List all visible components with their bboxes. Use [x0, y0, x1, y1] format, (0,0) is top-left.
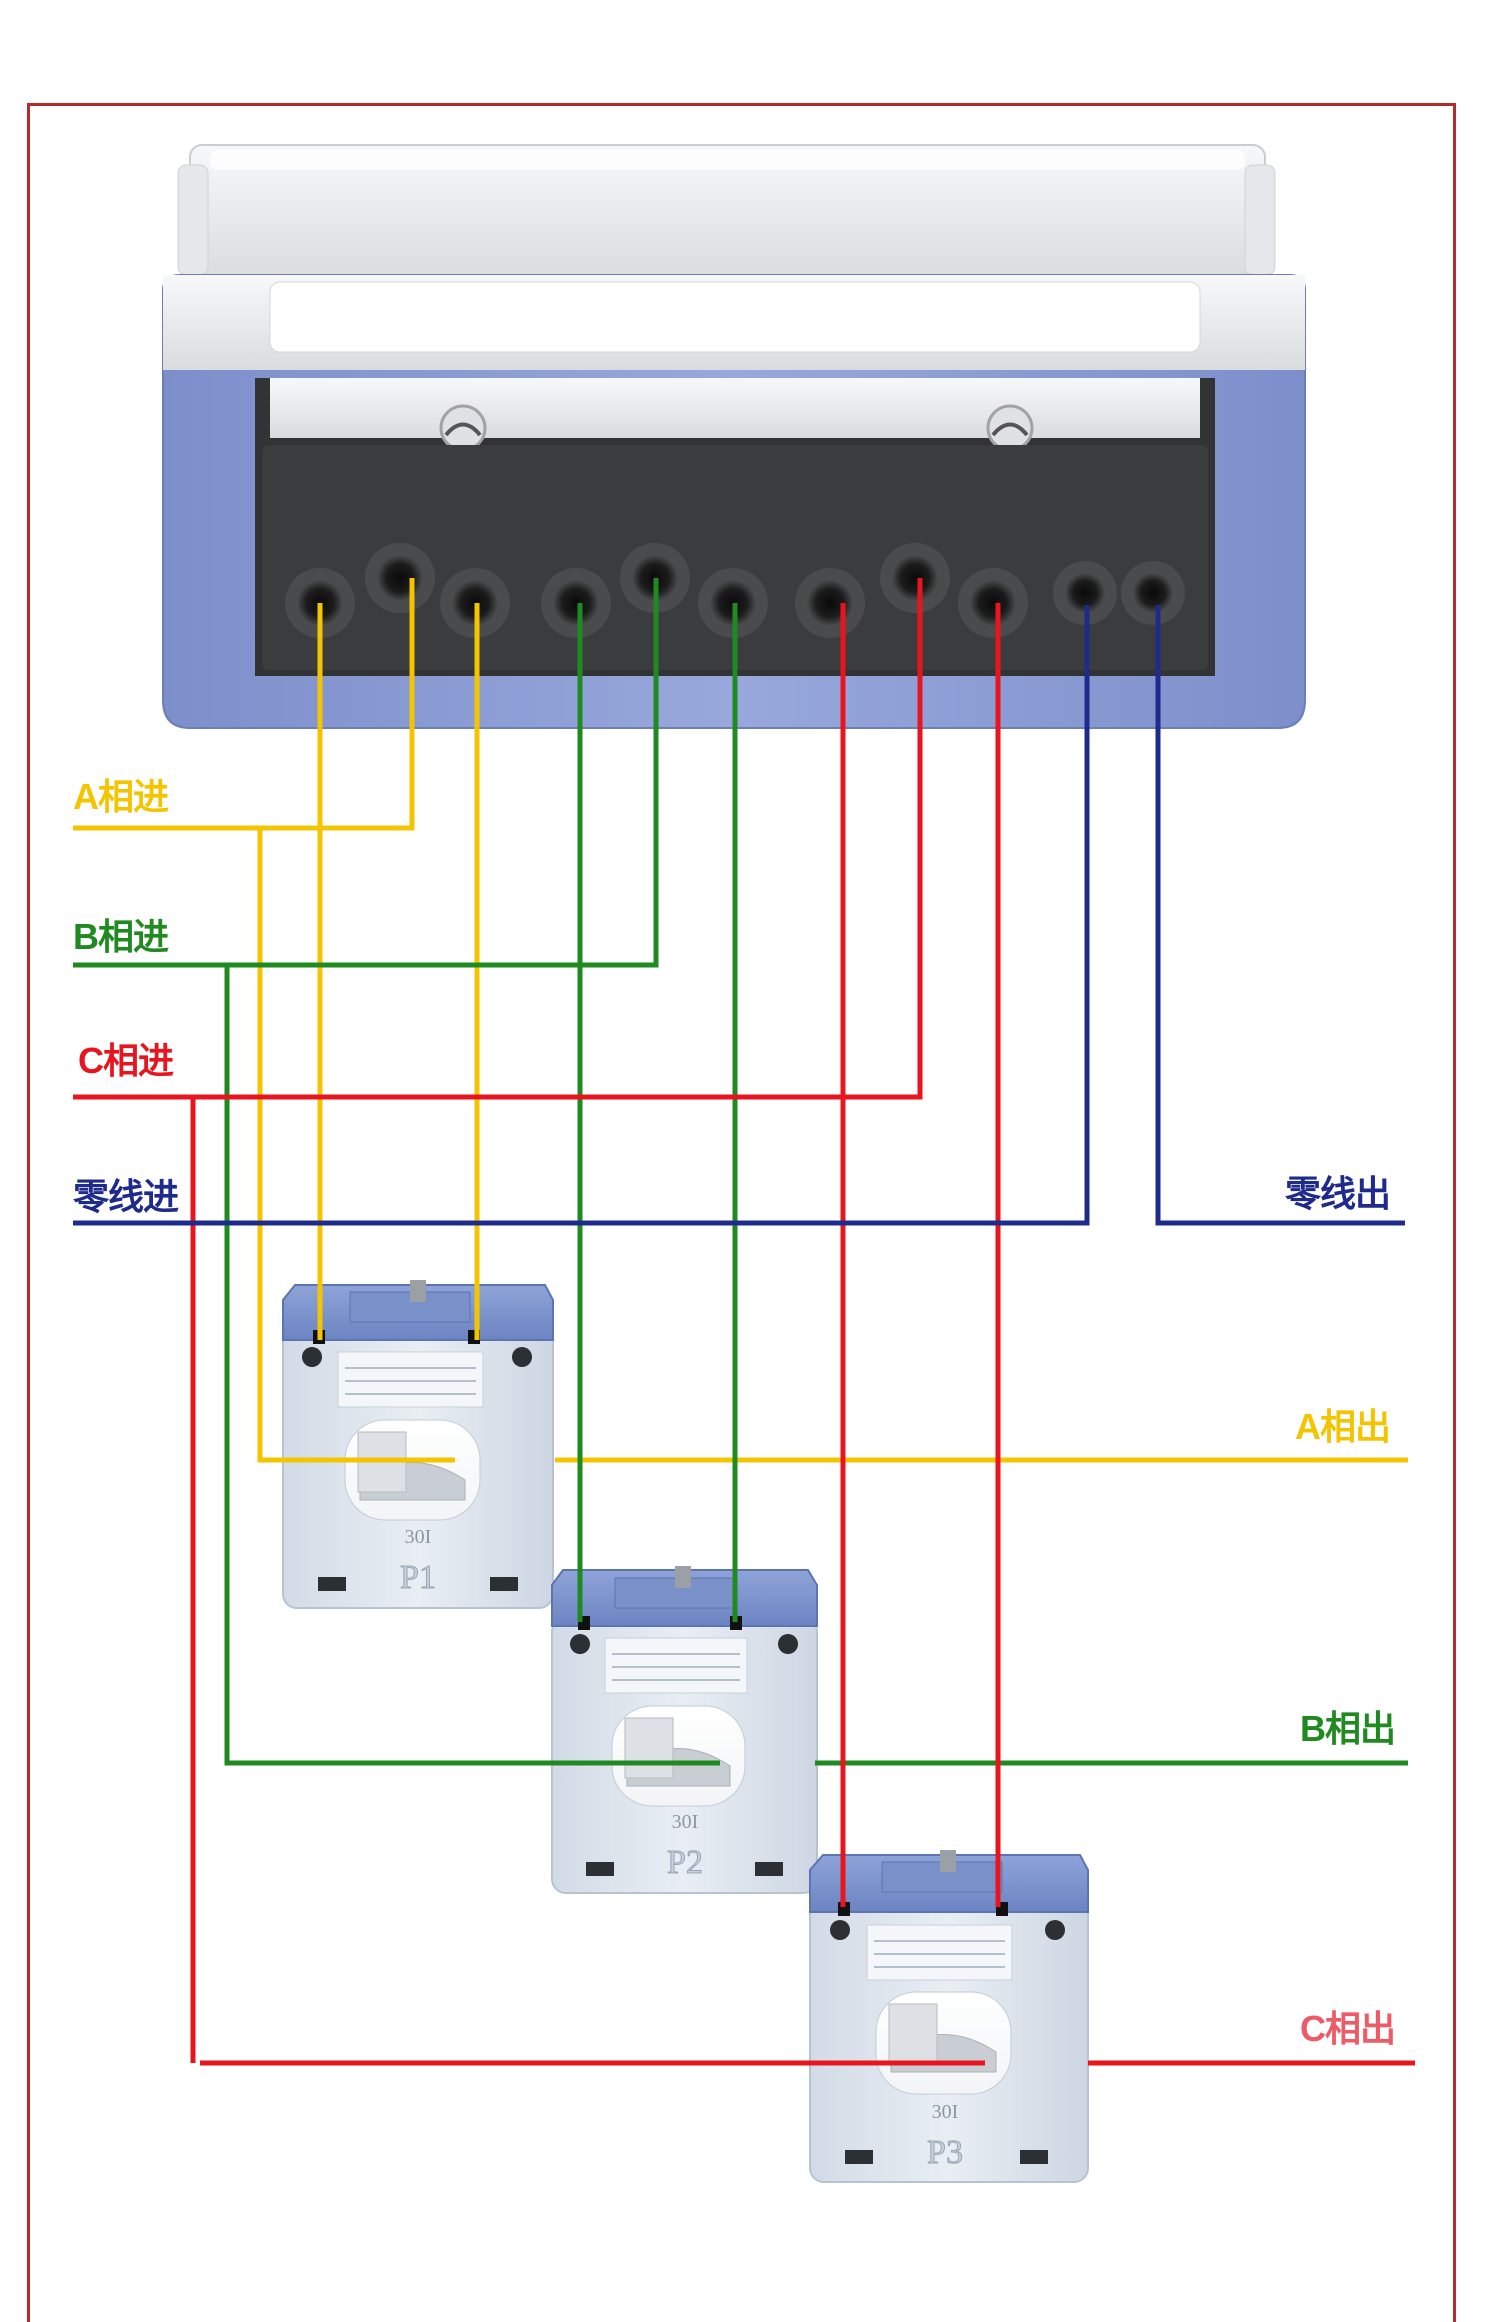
- ct-p3-name: P3: [927, 2134, 963, 2171]
- outer-frame: [27, 103, 1456, 2322]
- wire-b-input: [73, 578, 659, 968]
- label-neutral-out: 零线出: [1285, 1173, 1391, 1214]
- ct-p2-name: P2: [667, 1844, 703, 1881]
- terminal-2: [365, 543, 435, 613]
- label-c-phase-in: C相进: [78, 1040, 174, 1081]
- wire-b-through: [224, 965, 720, 1766]
- label-a-phase-in: A相进: [73, 776, 169, 817]
- ct-p2-rating: 30I: [672, 1811, 699, 1833]
- terminal-7: [795, 568, 865, 638]
- wire-a-through: [257, 828, 455, 1463]
- terminal-10: [1053, 561, 1117, 625]
- wire-c-input: [73, 578, 923, 1100]
- label-neutral-in: 零线进: [73, 1176, 179, 1217]
- wire-a-input: [73, 578, 415, 831]
- label-a-phase-out: A相出: [1295, 1406, 1391, 1447]
- ct-p3-rating: 30I: [932, 2101, 959, 2123]
- wire-n-output: [1155, 605, 1405, 1226]
- terminal-4: [541, 568, 611, 638]
- terminal-11: [1121, 561, 1185, 625]
- label-c-phase-out: C相出: [1300, 2008, 1396, 2049]
- current-transformer-p1: [282, 1280, 554, 1609]
- ct-p1-rating: 30I: [405, 1526, 432, 1548]
- label-b-phase-in: B相进: [73, 916, 169, 957]
- current-transformer-p2: [551, 1566, 818, 1894]
- terminal-8: [880, 543, 950, 613]
- ct-p1-name: P1: [400, 1559, 436, 1596]
- label-b-phase-out: B相出: [1300, 1708, 1396, 1749]
- wire-n-input: [73, 605, 1090, 1226]
- terminal-9: [958, 568, 1028, 638]
- current-transformer-p3: [809, 1850, 1089, 2183]
